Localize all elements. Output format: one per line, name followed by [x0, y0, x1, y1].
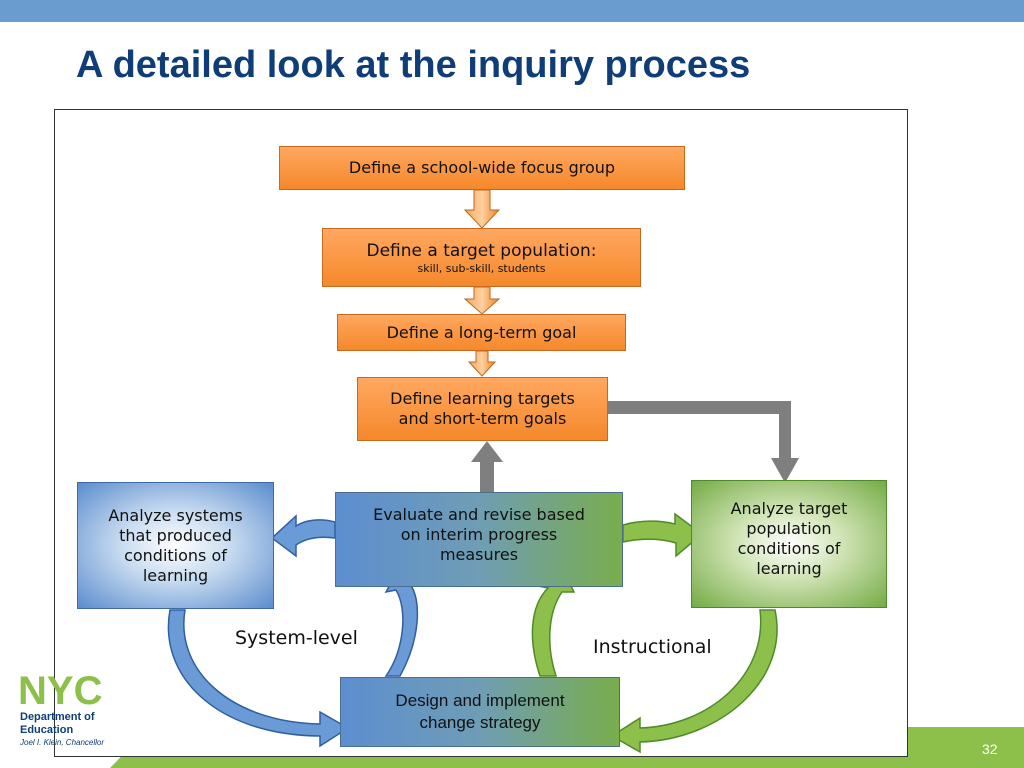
evaluate-line2: on interim progress — [400, 525, 558, 544]
cycle-analyze-target: Analyze target population conditions of … — [691, 480, 887, 608]
analyze-systems-line4: learning — [142, 565, 209, 585]
logo-line2: Education — [20, 724, 74, 736]
step-target-population-sub: skill, sub-skill, students — [417, 262, 546, 275]
gray-up-arrow — [471, 441, 503, 492]
green-arrow-to-analyze-target — [622, 512, 704, 558]
green-arc-to-design — [610, 609, 778, 754]
analyze-target-line1: Analyze target — [730, 499, 848, 518]
step-long-term-goal-label: Define a long-term goal — [386, 322, 577, 342]
orange-down-arrow-2 — [463, 286, 501, 315]
step-learning-targets: Define learning targets and short-term g… — [357, 377, 608, 441]
design-line1: Design and implement — [395, 691, 565, 710]
nyc-logo-mark: NYC — [18, 669, 102, 713]
logo-line3: Joel I. Klein, Chancellor — [20, 738, 105, 747]
evaluate-line3: measures — [439, 545, 519, 564]
analyze-target-line3: conditions of — [737, 539, 841, 558]
cycle-design: Design and implement change strategy — [340, 677, 620, 747]
evaluate-line1: Evaluate and revise based — [373, 505, 585, 524]
label-system-level: System-level — [235, 627, 358, 649]
top-bar — [0, 0, 1024, 22]
analyze-target-line4: learning — [756, 559, 822, 578]
doe-logo: NYC — [18, 669, 128, 752]
step-learning-targets-line1: Define learning targets — [390, 389, 575, 408]
analyze-systems-line2: that produced — [119, 525, 232, 545]
analyze-systems-line3: conditions of — [124, 545, 227, 565]
design-line2: change strategy — [419, 713, 541, 732]
gray-elbow-arrow — [608, 401, 799, 483]
step-learning-targets-line2: and short-term goals — [398, 409, 567, 428]
cycle-evaluate: Evaluate and revise based on interim pro… — [335, 492, 623, 587]
step-focus-group: Define a school-wide focus group — [279, 146, 685, 190]
step-long-term-goal: Define a long-term goal — [337, 314, 626, 351]
page-number: 32 — [982, 741, 998, 757]
analyze-systems-line1: Analyze systems — [108, 505, 243, 525]
analyze-target-line2: population — [746, 519, 832, 538]
cycle-analyze-systems: Analyze systems that produced conditions… — [77, 482, 274, 609]
slide-title: A detailed look at the inquiry process — [76, 44, 751, 86]
nyc-mark-text: NYC — [18, 672, 102, 708]
orange-down-arrow-3 — [467, 350, 497, 377]
orange-down-arrow-1 — [463, 189, 501, 229]
blue-arc-to-design — [167, 609, 350, 748]
step-target-population: Define a target population: skill, sub-s… — [322, 228, 641, 287]
step-target-population-label: Define a target population: — [366, 241, 597, 261]
step-focus-group-label: Define a school-wide focus group — [348, 158, 616, 177]
logo-line1: Department of — [20, 711, 95, 723]
label-instructional: Instructional — [593, 636, 712, 658]
blue-arrow-to-analyze-systems — [270, 514, 336, 558]
